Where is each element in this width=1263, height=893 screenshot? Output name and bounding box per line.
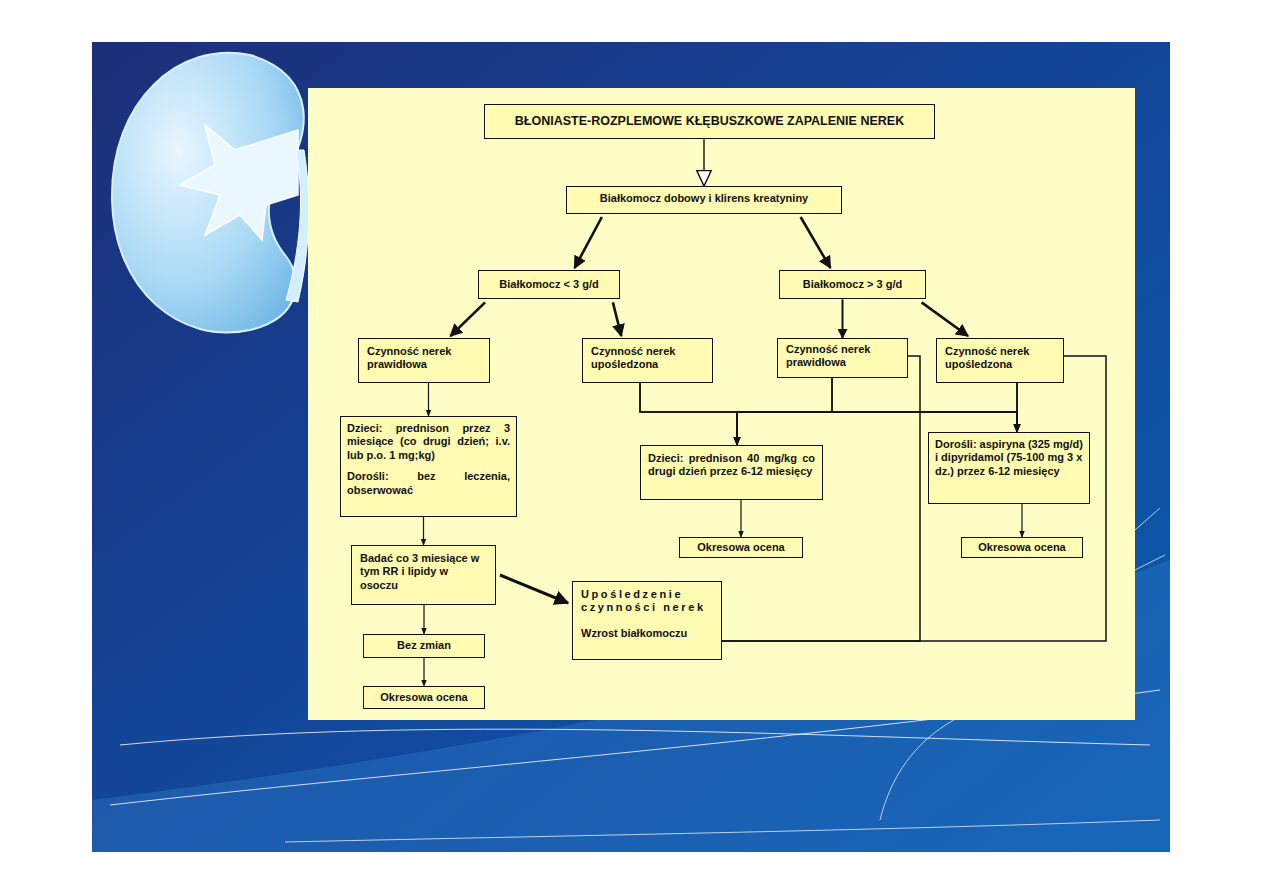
connector [500, 575, 568, 603]
connector [640, 383, 1017, 432]
ureter [286, 150, 309, 302]
process-box: Czynność nerek upośledzona [936, 338, 1064, 383]
connector [922, 302, 968, 336]
connector [832, 378, 1017, 432]
process-box: Bez zmian [363, 634, 485, 658]
process-box: Białkomocz > 3 g/d [779, 270, 926, 299]
process-box: Czynność nerek upośledzona [582, 338, 713, 383]
box-text: Bez zmian [368, 639, 480, 652]
blue-panel [92, 42, 1170, 852]
wave-line [285, 820, 1160, 842]
box-text: Białkomocz dobowy i klirens kreatyniny [573, 192, 835, 205]
box-text: Białkomocz > 3 g/d [786, 278, 919, 291]
connector [640, 383, 737, 445]
process-box: Okresowa ocena [363, 686, 485, 709]
connector [842, 299, 844, 338]
box-text: Dzieci: prednison 40 mg/kg co drugi dzie… [648, 452, 815, 479]
process-box: Dzieci: prednison 40 mg/kg co drugi dzie… [640, 445, 823, 500]
box-text: Dorośli: aspiryna (325 mg/d) i dipyridam… [935, 438, 1083, 478]
box-text: Dzieci: prednison przez 3 miesiące (co d… [347, 422, 510, 462]
process-box: Białkomocz dobowy i klirens kreatyniny [566, 186, 842, 214]
box-text: Białkomocz < 3 g/d [485, 278, 613, 291]
process-box: Dzieci: prednison przez 3 miesiące (co d… [340, 416, 517, 517]
process-box: Białkomocz < 3 g/d [478, 270, 620, 299]
process-box: Dorośli: aspiryna (325 mg/d) i dipyridam… [928, 432, 1090, 504]
connector [1016, 383, 1018, 432]
box-text: Badać co 3 miesiące w tym RR i lipidy w … [360, 552, 487, 592]
box-text: Okresowa ocena [966, 541, 1078, 554]
connector [801, 217, 831, 268]
box-text: Okresowa ocena [684, 541, 798, 554]
box-text: Upośledzenie czynności nerek [581, 588, 713, 615]
title-box: BŁONIASTE-ROZPLEMOWE KŁĘBUSZKOWE ZAPALEN… [484, 104, 935, 139]
connector [423, 658, 424, 686]
process-box: Okresowa ocena [679, 537, 803, 558]
box-text: Okresowa ocena [368, 691, 480, 704]
wave-line [120, 729, 1150, 745]
connector [740, 500, 741, 537]
process-box: Upośledzenie czynności nerekWzrost białk… [572, 581, 722, 660]
connector [703, 139, 704, 186]
connector [1021, 504, 1022, 537]
process-box: Badać co 3 miesiące w tym RR i lipidy w … [351, 545, 496, 605]
box-text: Czynność nerek prawidłowa [367, 345, 481, 372]
box-text: Wzrost białkomoczu [581, 627, 713, 640]
connector [613, 302, 621, 336]
kidney-illustration [112, 53, 309, 333]
renal-pelvis [180, 125, 298, 240]
process-box: Czynność nerek prawidłowa [777, 338, 908, 378]
kidney-outline [112, 53, 304, 333]
process-box: Czynność nerek prawidłowa [358, 338, 490, 383]
box-text: Czynność nerek upośledzona [945, 345, 1055, 372]
connector [423, 517, 424, 545]
connector [575, 217, 602, 268]
box-text: Czynność nerek prawidłowa [786, 343, 899, 370]
box-text: Czynność nerek upośledzona [591, 345, 704, 372]
connector [450, 302, 485, 336]
process-box: Okresowa ocena [961, 537, 1083, 558]
wave-line [1135, 508, 1165, 570]
box-text: BŁONIASTE-ROZPLEMOWE KŁĘBUSZKOWE ZAPALEN… [493, 114, 926, 129]
box-text: Dorośli: bez leczenia, obserwować [347, 470, 510, 497]
connector [428, 383, 429, 416]
connector [423, 605, 424, 634]
